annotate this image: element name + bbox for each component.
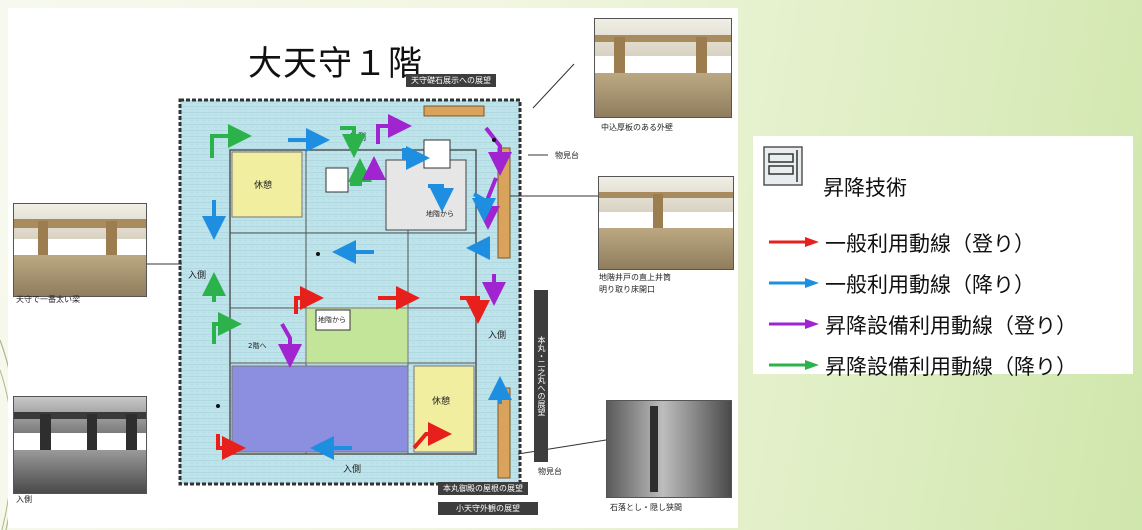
caption-thickest-beam: 天守で一番太い梁 — [16, 295, 80, 304]
legend-arrow-green — [769, 360, 819, 370]
legend-arrow-blue — [769, 278, 819, 288]
elevator-icon — [763, 146, 803, 186]
view-caption-kotenshu: 小天守外観の展望 — [438, 502, 538, 515]
label-from-basement: 地階から — [426, 209, 454, 218]
legend-panel: 昇降技術 一般利用動線（登り） 一般利用動線（降り） 昇降設備利用動線（登り） … — [753, 136, 1133, 379]
legend-item-1: 一般利用動線（登り） — [825, 232, 1035, 256]
route-arrows — [202, 114, 512, 460]
caption-well-opening-1: 地階井戸の直上井筒 — [599, 273, 671, 282]
label-entrance-left: 入側 — [188, 269, 206, 281]
view-caption-goten: 本丸御殿の屋根の展望 — [438, 482, 528, 495]
label-rest-bottom: 休憩 — [432, 395, 450, 407]
legend-title: 昇降技術 — [823, 176, 907, 200]
photo-thickest-beam — [13, 203, 147, 297]
label-from-basement-left: 地階から — [318, 315, 346, 324]
label-entrance-right: 入側 — [488, 329, 506, 341]
legend-item-3: 昇降設備利用動線（登り） — [825, 314, 1077, 338]
leader-lines — [146, 63, 607, 455]
caption-well-opening-2: 明り取り床開口 — [599, 285, 655, 294]
label-entrance-bottom: 入側 — [343, 463, 361, 475]
view-caption-top: 天守礎石展示への展望 — [406, 74, 496, 87]
caption-monomi-bottom: 物見台 — [538, 467, 562, 476]
label-rest-top: 休憩 — [254, 179, 272, 191]
legend-arrow-red — [769, 237, 819, 247]
view-caption-vertical: 本丸・二之丸への展望 — [534, 290, 548, 462]
legend-item-2: 一般利用動線（降り） — [825, 273, 1035, 297]
label-to-second-floor: 2階へ — [248, 341, 266, 350]
floor-plan-panel: 大天守１階 — [8, 8, 738, 528]
page-title: 大天守１階 — [248, 44, 423, 84]
floor-plan: 入側 入側 入側 入側 休憩 休憩 地階へ 地階から 地階から 2階へ — [178, 98, 522, 486]
photo-iri-gawa — [13, 396, 147, 494]
photo-outer-wall — [594, 18, 732, 118]
photo-ishi-otoshi — [606, 400, 732, 498]
caption-iri-gawa: 入側 — [16, 495, 32, 504]
label-to-basement-top: 地階へ — [424, 143, 445, 152]
caption-ishi-otoshi: 石落とし・隠し狭間 — [610, 503, 682, 512]
legend-arrow-purple — [769, 319, 819, 329]
caption-monomi-top: 物見台 — [555, 151, 579, 160]
caption-outer-wall: 中込厚板のある外壁 — [601, 123, 673, 132]
photo-well-opening — [598, 176, 734, 270]
legend-item-4: 昇降設備利用動線（降り） — [825, 355, 1077, 379]
